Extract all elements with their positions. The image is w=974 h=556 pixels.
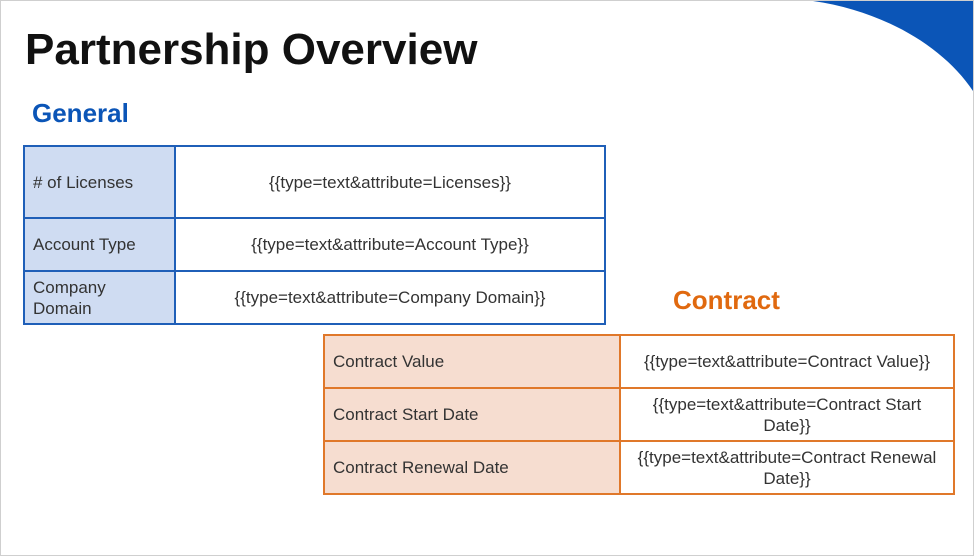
licenses-label: # of Licenses (23, 145, 176, 219)
contract-table: Contract Value {{type=text&attribute=Con… (323, 334, 955, 495)
contract-value-label: Contract Value (323, 334, 621, 389)
corner-decoration (813, 1, 973, 91)
contract-heading: Contract (673, 285, 780, 315)
table-row: Contract Start Date {{type=text&attribut… (323, 387, 955, 442)
table-row: Contract Value {{type=text&attribute=Con… (323, 334, 955, 389)
contract-renewal-date-label: Contract Renewal Date (323, 440, 621, 495)
account-type-value: {{type=text&attribute=Account Type}} (174, 217, 606, 272)
contract-value-value: {{type=text&attribute=Contract Value}} (619, 334, 955, 389)
contract-start-date-label: Contract Start Date (323, 387, 621, 442)
page-title: Partnership Overview (25, 25, 478, 74)
company-domain-label: Company Domain (23, 270, 176, 325)
contract-renewal-date-value: {{type=text&attribute=Contract Renewal D… (619, 440, 955, 495)
table-row: # of Licenses {{type=text&attribute=Lice… (23, 145, 606, 219)
account-type-label: Account Type (23, 217, 176, 272)
licenses-value: {{type=text&attribute=Licenses}} (174, 145, 606, 219)
contract-start-date-value: {{type=text&attribute=Contract Start Dat… (619, 387, 955, 442)
table-row: Company Domain {{type=text&attribute=Com… (23, 270, 606, 325)
general-heading: General (32, 98, 129, 128)
table-row: Contract Renewal Date {{type=text&attrib… (323, 440, 955, 495)
table-row: Account Type {{type=text&attribute=Accou… (23, 217, 606, 272)
company-domain-value: {{type=text&attribute=Company Domain}} (174, 270, 606, 325)
general-table: # of Licenses {{type=text&attribute=Lice… (23, 145, 606, 325)
